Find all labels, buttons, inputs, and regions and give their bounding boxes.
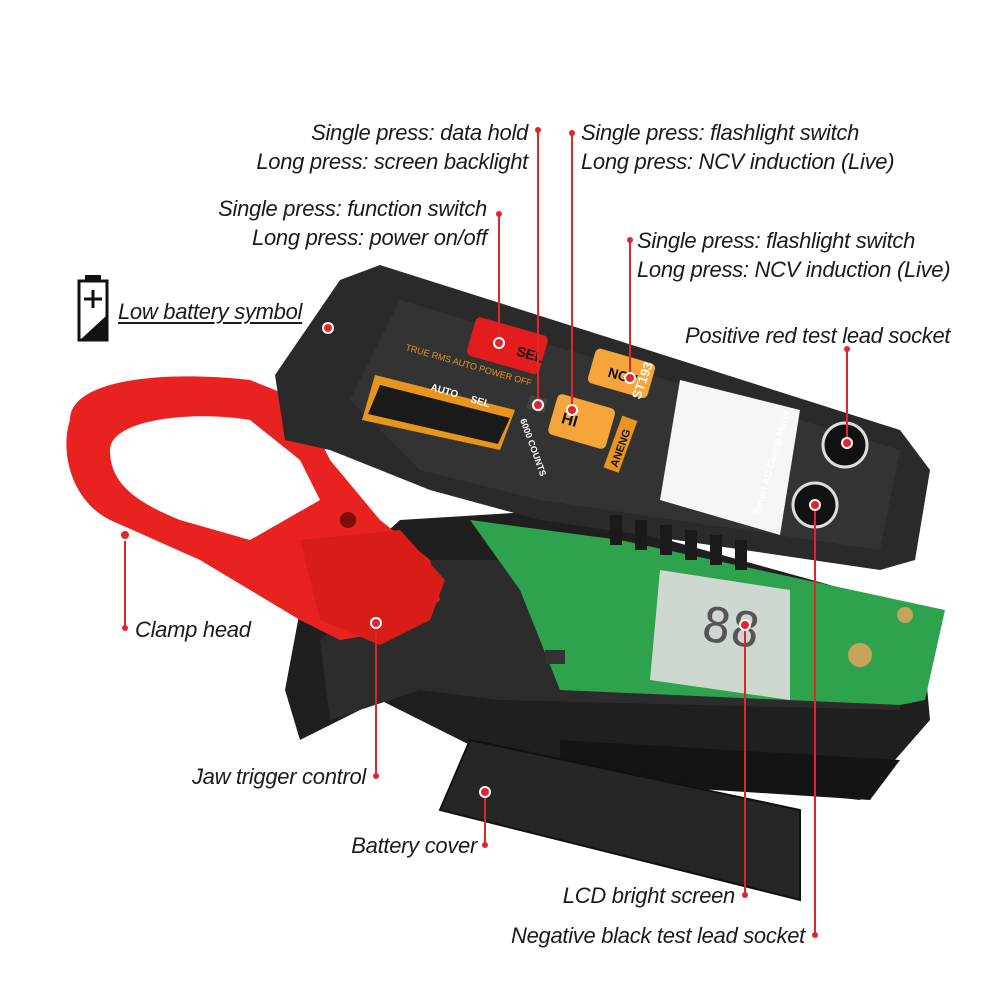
low-battery-icon [77, 275, 109, 342]
callout-flashlight-1: Single press: flashlight switch Long pre… [581, 118, 895, 176]
callout-text: Single press: flashlight switch [581, 120, 860, 145]
callout-jaw-trigger: Jaw trigger control [191, 764, 366, 789]
callout-clamp-head: Clamp head [135, 617, 251, 642]
meter-body: SEL NCV HI TRUE RMS AUTO POWER OFF AUTO … [275, 265, 930, 570]
callout-text: Single press: data hold [311, 120, 528, 145]
leader-dots [122, 127, 850, 938]
callout-data-hold: Single press: data hold Long press: scre… [256, 118, 528, 176]
callout-battery-cover: Battery cover [351, 833, 477, 858]
target-dots [119, 322, 853, 798]
callout-low-battery: Low battery symbol [118, 299, 303, 324]
callout-text: Long press: screen backlight [256, 149, 528, 174]
callout-text: Long press: NCV induction (Live) [637, 257, 951, 282]
battery-cover [438, 738, 801, 902]
callout-negative-socket: Negative black test lead socket [511, 923, 805, 948]
callout-text: Long press: NCV induction (Live) [581, 149, 895, 174]
circuit-board: 88 [470, 520, 945, 705]
callout-function-switch: Single press: function switch Long press… [218, 194, 487, 252]
leader-lines [124, 130, 848, 935]
lcd-window [660, 380, 800, 535]
callout-flashlight-2: Single press: flashlight switch Long pre… [637, 226, 951, 284]
svg-text:88: 88 [698, 596, 763, 659]
callout-text: Single press: flashlight switch [637, 228, 916, 253]
callout-text: Long press: power on/off [252, 225, 487, 250]
clamp-head [66, 376, 445, 645]
callout-positive-socket: Positive red test lead socket [685, 323, 951, 348]
ncv-button[interactable]: NCV [587, 348, 657, 400]
callout-text: Single press: function switch [218, 196, 487, 221]
callout-lcd-screen: LCD bright screen [562, 883, 736, 908]
sel-text: SEL [469, 394, 491, 410]
